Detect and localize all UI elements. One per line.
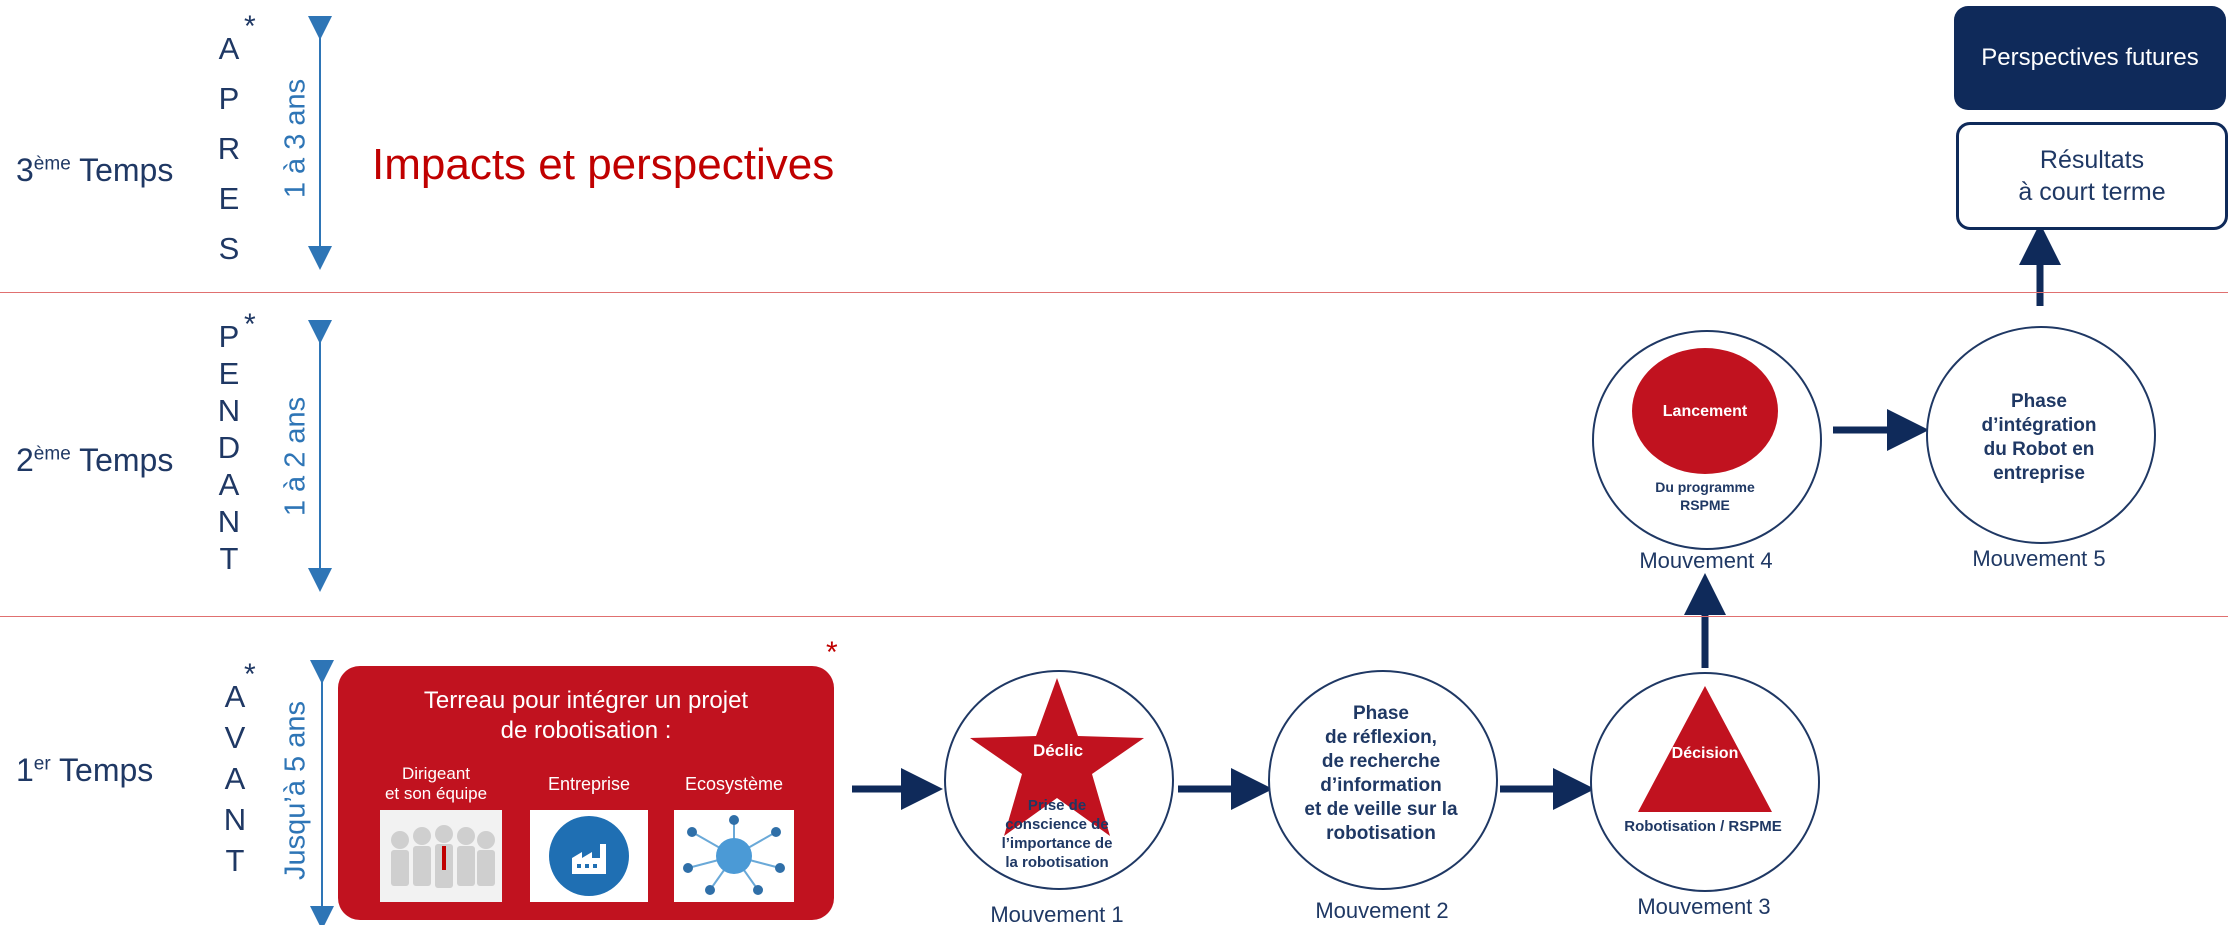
team-image	[380, 810, 502, 902]
decision-label: Décision	[1671, 745, 1739, 762]
mouvement-2-label: Mouvement 2	[1315, 898, 1449, 923]
impacts-title: Impacts et perspectives	[372, 140, 835, 189]
duration-label-2: 1 à 2 ans	[279, 396, 312, 517]
duration-label-1: Jusqu’à 5 ans	[279, 701, 312, 880]
asterisk-terreau: *	[826, 636, 838, 669]
lancement-label: Lancement	[1662, 403, 1748, 420]
row-label-2: 2ème Temps	[16, 442, 174, 478]
divider-top	[0, 292, 2228, 293]
mouvement-4-label: Mouvement 4	[1639, 548, 1773, 573]
mouvement-3-text: Robotisation / RSPME	[1624, 818, 1782, 835]
asterisk-apres: *	[244, 10, 256, 43]
declic-star-icon	[970, 678, 1144, 836]
asterisk-avant: *	[244, 658, 256, 691]
row-label-1: 1er Temps	[16, 752, 154, 788]
mouvement-2-circle	[1268, 670, 1498, 890]
duration-label-3: 1 à 3 ans	[279, 78, 312, 199]
mouvement-5-label: Mouvement 5	[1972, 546, 2106, 571]
terreau-label-entreprise: Entreprise	[547, 774, 631, 794]
mouvement-1-label: Mouvement 1	[990, 902, 1124, 927]
ecosystem-image	[674, 810, 794, 902]
row-label-3: 3ème Temps	[16, 152, 174, 188]
decision-triangle-icon	[1638, 686, 1772, 812]
resultats-box: Résultats à court terme	[1956, 122, 2228, 230]
perspectives-futures-box: Perspectives futures	[1954, 6, 2226, 110]
asterisk-pendant: *	[244, 308, 256, 341]
lancement-ellipse-icon	[1632, 348, 1778, 474]
mouvement-5-circle	[1926, 326, 2156, 544]
terreau-label-ecosysteme: Ecosystème	[684, 774, 784, 794]
declic-label: Déclic	[1032, 741, 1084, 760]
terreau-title: Terreau pour intégrer un projet de robot…	[423, 687, 749, 744]
divider-bottom	[0, 616, 2228, 617]
mouvement-3-label: Mouvement 3	[1637, 894, 1771, 919]
factory-image	[530, 810, 648, 902]
